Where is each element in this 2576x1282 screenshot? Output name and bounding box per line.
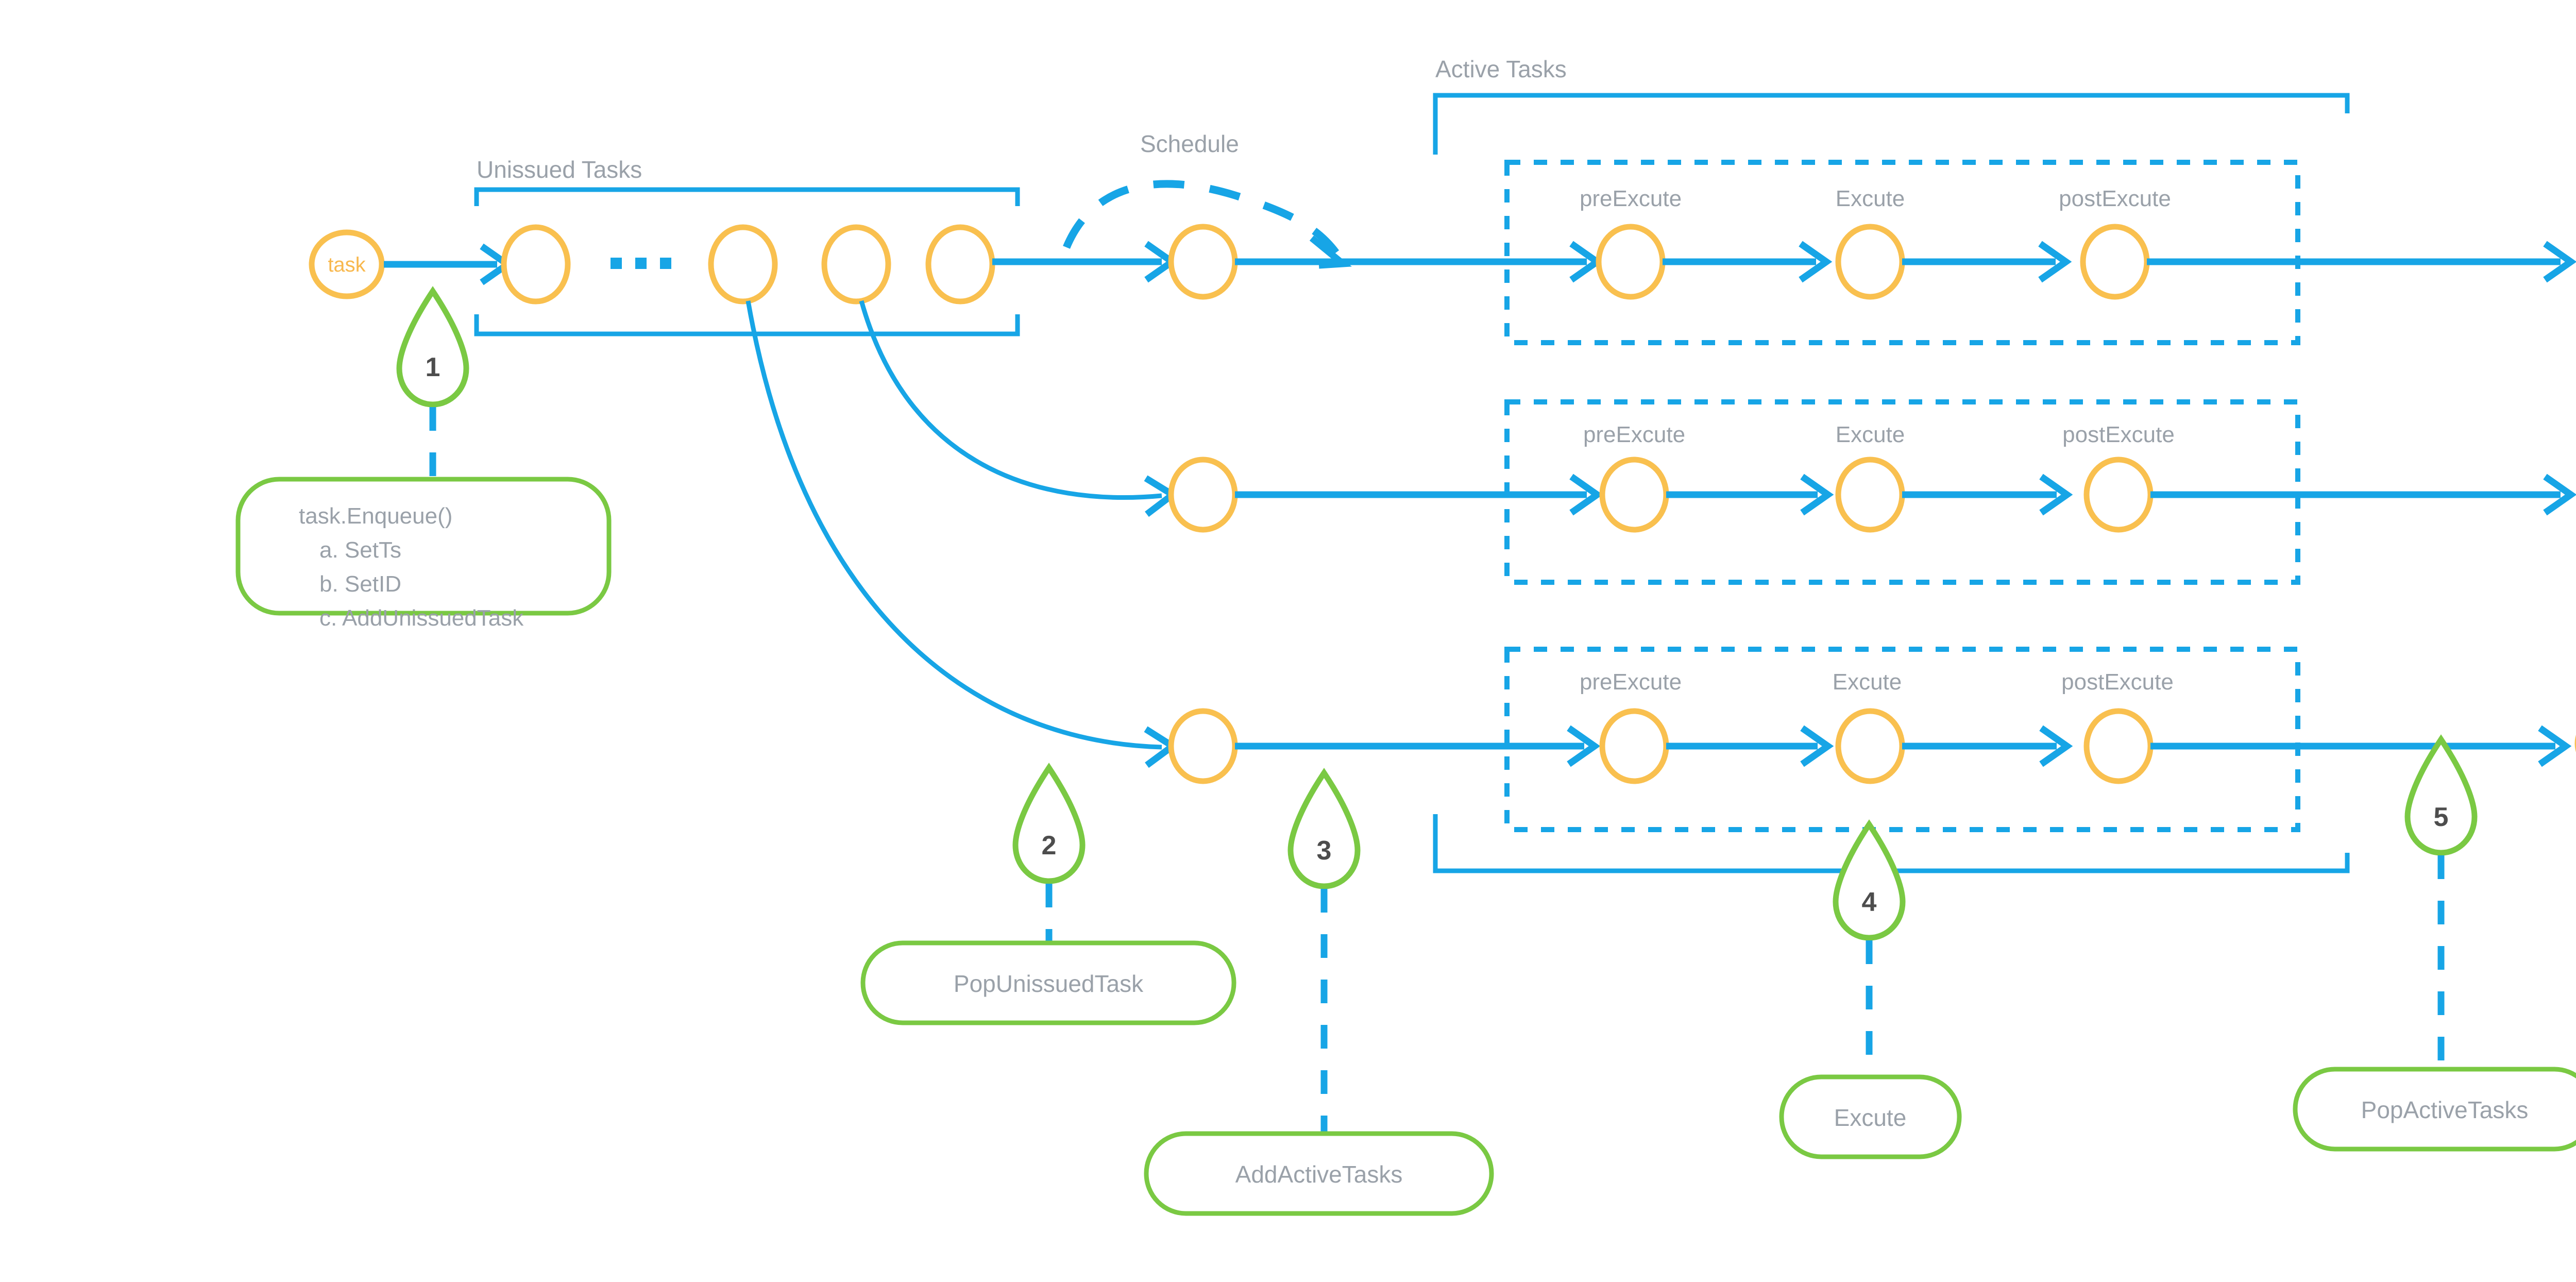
flow-task-to-unissued — [384, 243, 514, 285]
row-1: preExcute Excute postExcute — [1235, 160, 2576, 345]
row-1-stage-1-label: preExcute — [1580, 186, 1682, 211]
row-1-dashed-box — [1504, 160, 2300, 345]
row-2-stage-2-node[interactable] — [1835, 457, 1905, 533]
callout-enqueue-step-b: b. SetID — [319, 571, 401, 597]
task-node[interactable]: task — [309, 229, 385, 299]
row-2-stage-3-label: postExcute — [2062, 422, 2175, 447]
task-node-label: task — [328, 254, 366, 276]
callout-enqueue-step-c: c. AddUnissuedTask — [319, 605, 524, 631]
label-unissued-tasks: Unissued Tasks — [477, 156, 642, 183]
marker-2[interactable]: 2 — [1012, 763, 1086, 884]
callout-add-active[interactable]: AddActiveTasks — [1144, 1131, 1494, 1216]
marker-4[interactable]: 4 — [1833, 819, 1906, 941]
callout-pop-active-label: PopActiveTasks — [2361, 1097, 2529, 1123]
row-1-stage-1-node[interactable] — [1596, 224, 1666, 300]
unissued-node-2[interactable] — [708, 224, 778, 305]
row-3-stage-3-node[interactable] — [2083, 708, 2154, 784]
callout-execute[interactable]: Excute — [1779, 1074, 1962, 1159]
row-2-stage-3-node[interactable] — [2083, 457, 2154, 533]
marker-5[interactable]: 5 — [2404, 734, 2478, 856]
marker-3-number: 3 — [1317, 836, 1332, 866]
flow-row1-entry — [992, 241, 1178, 283]
row-3-stage-1-node[interactable] — [1599, 708, 1669, 784]
flow-row3-entry-curve — [745, 300, 1179, 768]
row-1-stage-2-node[interactable] — [1835, 224, 1905, 300]
callout-enqueue-step-a: a. SetTs — [319, 537, 401, 563]
row-2-stage-2-label: Excute — [1836, 422, 1905, 447]
unissued-ellipsis — [611, 258, 671, 269]
unissued-node-4[interactable] — [925, 224, 995, 305]
label-active-tasks: Active Tasks — [1435, 56, 1567, 82]
callout-pop-active[interactable]: PopActiveTasks — [2293, 1067, 2576, 1152]
row-3-stage-1-label: preExcute — [1580, 669, 1682, 695]
row-3-entry-node[interactable] — [1168, 708, 1238, 784]
row-2-entry-node[interactable] — [1168, 457, 1238, 533]
callout-add-active-label: AddActiveTasks — [1235, 1161, 1403, 1188]
row-2: preExcute Excute postExcute — [1235, 399, 2576, 585]
label-schedule: Schedule — [1140, 130, 1239, 157]
row-3-dashed-box — [1504, 647, 2300, 832]
row-1-stage-3-label: postExcute — [2059, 186, 2171, 211]
row-3: preExcute Excute postExcute — [1235, 647, 2576, 832]
unissued-tasks-bracket — [474, 187, 1020, 336]
unissued-node-3[interactable] — [821, 224, 891, 305]
marker-4-number: 4 — [1862, 887, 1877, 917]
marker-1[interactable]: 1 — [396, 286, 469, 408]
row-2-stage-1-label: preExcute — [1583, 422, 1685, 447]
callout-enqueue[interactable]: task.Enqueue() a. SetTs b. SetID c. AddU… — [235, 477, 612, 631]
callout-pop-unissued[interactable]: PopUnissuedTask — [860, 940, 1236, 1025]
unissued-node-1[interactable] — [501, 224, 571, 305]
callout-pop-unissued-label: PopUnissuedTask — [954, 970, 1144, 997]
row-1-stage-3-node[interactable] — [2080, 224, 2150, 300]
row-3-stage-3-label: postExcute — [2061, 669, 2174, 695]
row-3-stage-2-label: Excute — [1833, 669, 1902, 695]
callout-execute-label: Excute — [1834, 1104, 1907, 1131]
marker-1-number: 1 — [426, 352, 440, 382]
marker-2-number: 2 — [1042, 831, 1057, 861]
callout-enqueue-title: task.Enqueue() — [299, 503, 452, 529]
row-1-entry-node[interactable] — [1168, 224, 1238, 300]
row-3-stage-2-node[interactable] — [1835, 708, 1905, 784]
marker-5-number: 5 — [2434, 802, 2449, 832]
row-2-stage-1-node[interactable] — [1599, 457, 1669, 533]
row-1-stage-2-label: Excute — [1836, 186, 1905, 211]
marker-3[interactable]: 3 — [1287, 768, 1361, 889]
